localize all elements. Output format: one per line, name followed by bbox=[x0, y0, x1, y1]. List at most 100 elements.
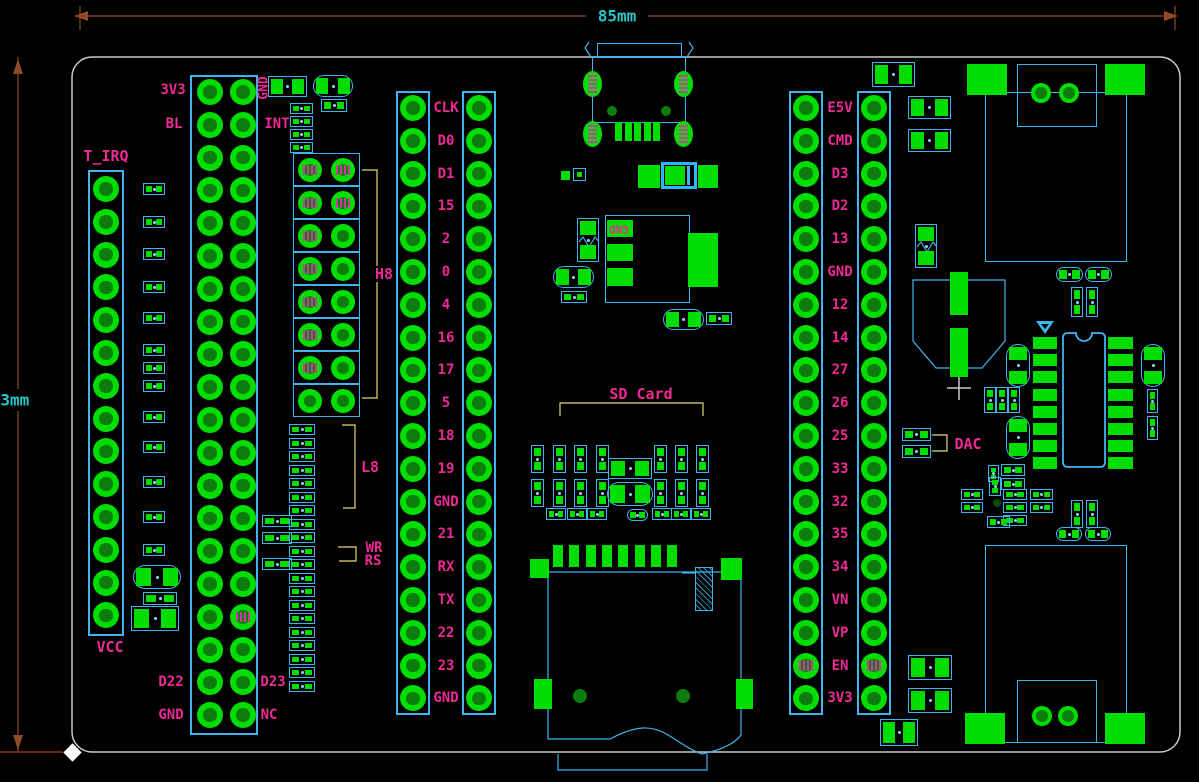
right-header-right-pin-14[interactable] bbox=[861, 521, 887, 548]
left-single-header-pin-2[interactable] bbox=[93, 208, 119, 235]
left-double-header-a-pin-13[interactable] bbox=[197, 472, 223, 499]
smd-component[interactable] bbox=[143, 344, 165, 356]
center-header-right-pin-18[interactable] bbox=[466, 652, 492, 679]
dac-component[interactable] bbox=[902, 428, 931, 441]
center-header-left-pin-11[interactable] bbox=[400, 423, 426, 449]
smd-component[interactable] bbox=[321, 99, 347, 112]
sd-finger-pad[interactable] bbox=[569, 545, 580, 567]
smd-component[interactable] bbox=[872, 62, 915, 87]
l8-resistor[interactable] bbox=[289, 599, 315, 611]
smd-component[interactable] bbox=[1071, 287, 1083, 317]
left-double-header-a-pin-11[interactable] bbox=[197, 407, 223, 433]
left-double-header-a-pin-12[interactable] bbox=[197, 439, 223, 466]
left-double-header-a-pin-17[interactable] bbox=[197, 603, 223, 630]
l8-resistor[interactable] bbox=[289, 572, 315, 584]
smd-component[interactable] bbox=[908, 129, 951, 152]
smd-component[interactable] bbox=[1030, 489, 1053, 500]
right-header-left-pin-13[interactable] bbox=[793, 488, 819, 515]
left-double-header-b-pin-13[interactable] bbox=[230, 472, 256, 499]
l8-resistor[interactable] bbox=[289, 518, 315, 530]
left-single-header-pin-1[interactable] bbox=[93, 176, 119, 202]
h8-connector-row[interactable] bbox=[293, 186, 360, 219]
smd-component[interactable] bbox=[553, 266, 594, 288]
h8-left-pin-2[interactable] bbox=[298, 191, 322, 215]
ic-pad[interactable] bbox=[1108, 371, 1133, 384]
selected-component[interactable] bbox=[661, 162, 697, 189]
left-single-header-pin-8[interactable] bbox=[93, 405, 119, 432]
center-header-left-pin-17[interactable] bbox=[400, 619, 426, 646]
left-double-header-a-pin-14[interactable] bbox=[197, 505, 223, 532]
right-header-right-pin-8[interactable] bbox=[861, 324, 887, 351]
l8-resistor[interactable] bbox=[289, 491, 315, 503]
regulator-pad[interactable] bbox=[607, 268, 633, 286]
smd-component[interactable] bbox=[143, 380, 165, 392]
left-double-header-a-pin-3[interactable] bbox=[197, 144, 223, 171]
left-single-header-pin-4[interactable] bbox=[93, 274, 119, 301]
center-header-left-pin-13[interactable] bbox=[400, 488, 426, 515]
left-double-header-b-pin-5[interactable] bbox=[230, 210, 256, 237]
smd-component[interactable] bbox=[880, 719, 918, 746]
h8-connector-row[interactable] bbox=[293, 219, 360, 252]
smd-component[interactable] bbox=[143, 281, 165, 293]
center-header-right-pin-7[interactable] bbox=[466, 291, 492, 318]
sd-corner-pad[interactable] bbox=[530, 559, 549, 578]
pad[interactable] bbox=[665, 166, 685, 185]
left-single-header-pin-13[interactable] bbox=[93, 569, 119, 596]
l8-resistor[interactable] bbox=[289, 640, 315, 651]
left-double-header-a-pin-18[interactable] bbox=[197, 636, 223, 663]
left-double-header-a-pin-15[interactable] bbox=[197, 538, 223, 565]
smd-component[interactable] bbox=[133, 565, 181, 589]
right-header-left-pin-10[interactable] bbox=[793, 390, 819, 417]
left-single-header-pin-3[interactable] bbox=[93, 241, 119, 268]
usba-pad[interactable] bbox=[967, 64, 1007, 95]
l8-resistor[interactable] bbox=[289, 559, 315, 570]
h8-left-pin-4[interactable] bbox=[298, 257, 322, 281]
smd-component[interactable] bbox=[984, 387, 996, 413]
center-header-left-pin-7[interactable] bbox=[400, 291, 426, 318]
center-header-right-pin-1[interactable] bbox=[466, 95, 492, 121]
left-double-header-a-pin-4[interactable] bbox=[197, 177, 223, 204]
microusb-shell-pad[interactable] bbox=[583, 121, 602, 147]
center-header-left-pin-3[interactable] bbox=[400, 160, 426, 187]
right-header-right-pin-7[interactable] bbox=[861, 291, 887, 318]
h8-right-pin-1[interactable] bbox=[331, 158, 355, 182]
right-header-left-pin-4[interactable] bbox=[793, 193, 819, 220]
center-header-right-pin-13[interactable] bbox=[466, 488, 492, 515]
center-header-left-pin-19[interactable] bbox=[400, 685, 426, 712]
h8-connector-row[interactable] bbox=[293, 153, 360, 186]
right-header-left-pin-3[interactable] bbox=[793, 160, 819, 187]
smd-component[interactable] bbox=[290, 116, 313, 127]
sd-resistor[interactable] bbox=[587, 508, 607, 520]
ic-pad[interactable] bbox=[1033, 388, 1057, 401]
left-double-header-a-pin-2[interactable] bbox=[197, 111, 223, 138]
smd-component[interactable] bbox=[996, 387, 1008, 413]
sd-corner-pad[interactable] bbox=[721, 558, 742, 580]
l8-resistor[interactable] bbox=[289, 545, 315, 557]
sd-resistor[interactable] bbox=[696, 445, 709, 473]
sd-resistor[interactable] bbox=[567, 508, 587, 520]
smd-component[interactable] bbox=[608, 458, 652, 479]
right-header-left-pin-14[interactable] bbox=[793, 521, 819, 548]
h8-right-pin-6[interactable] bbox=[331, 323, 355, 347]
smd-component[interactable] bbox=[143, 592, 177, 605]
l8-resistor[interactable] bbox=[289, 532, 315, 543]
left-double-header-b-pin-9[interactable] bbox=[230, 341, 256, 368]
h8-connector-row[interactable] bbox=[293, 318, 360, 351]
center-header-right-pin-17[interactable] bbox=[466, 619, 492, 646]
left-double-header-a-pin-10[interactable] bbox=[197, 374, 223, 401]
left-single-header-pin-14[interactable] bbox=[93, 602, 119, 629]
center-header-right-pin-8[interactable] bbox=[466, 324, 492, 351]
left-double-header-a-pin-1[interactable] bbox=[197, 79, 223, 105]
microusb-shell-pad[interactable] bbox=[674, 71, 693, 97]
right-header-right-pin-5[interactable] bbox=[861, 226, 887, 253]
center-header-right-pin-15[interactable] bbox=[466, 554, 492, 581]
smd-component[interactable] bbox=[908, 655, 952, 680]
left-double-header-a-pin-16[interactable] bbox=[197, 571, 223, 597]
right-header-right-pin-2[interactable] bbox=[861, 127, 887, 154]
ic-pad[interactable] bbox=[1033, 440, 1057, 453]
pad[interactable] bbox=[698, 165, 718, 188]
left-double-header-a-pin-20[interactable] bbox=[197, 702, 223, 729]
right-header-left-pin-9[interactable] bbox=[793, 357, 819, 384]
microusb-signal-pad[interactable] bbox=[653, 122, 661, 141]
sd-resistor[interactable] bbox=[531, 479, 544, 507]
